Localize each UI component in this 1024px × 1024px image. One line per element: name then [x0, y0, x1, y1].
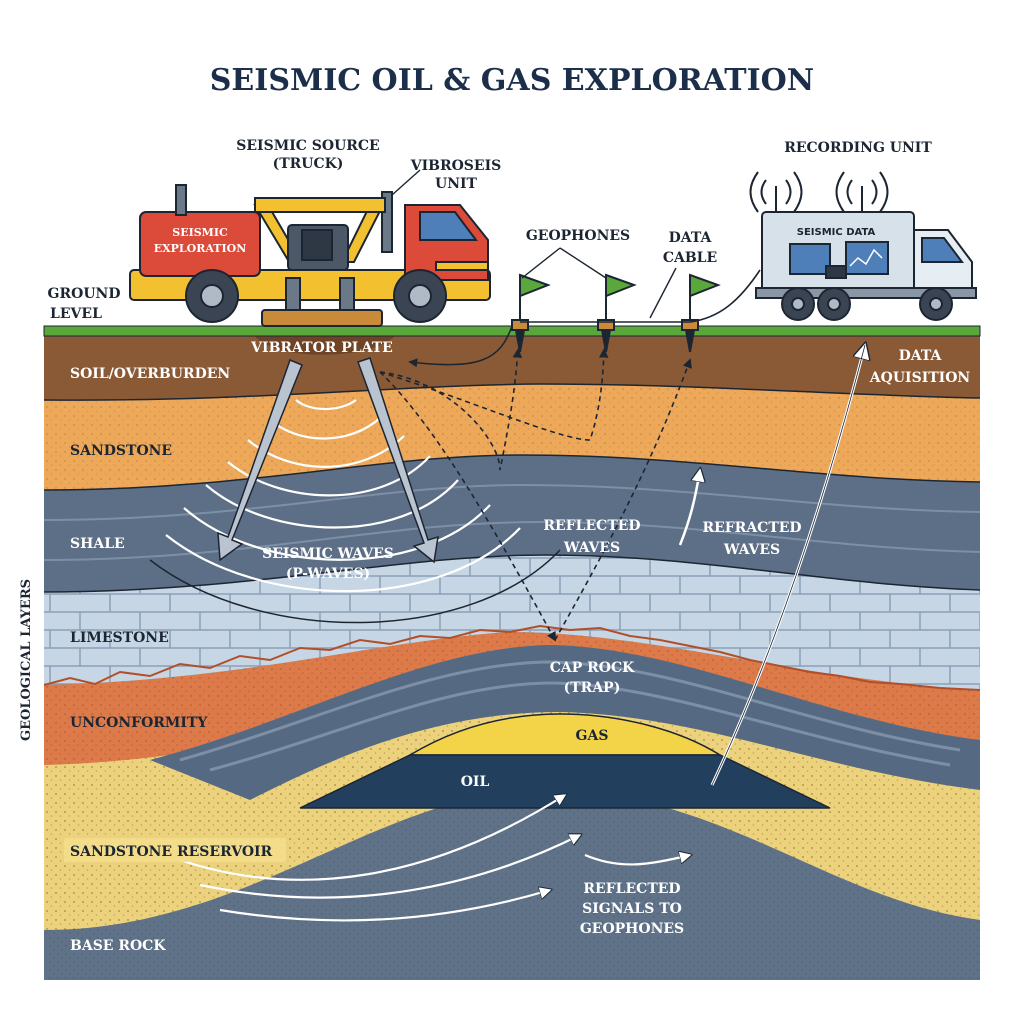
- label-reflected-signals-line1: REFLECTED: [583, 881, 680, 897]
- refracted-waves-arrow: [678, 470, 700, 546]
- geophone-2: [597, 273, 637, 353]
- vibrator-plate: [261, 309, 383, 327]
- layer-cap-rock: [150, 645, 980, 800]
- label-vibrator-plate: VIBRATOR PLATE: [250, 340, 393, 356]
- label-cap-rock-line2: (TRAP): [564, 680, 621, 696]
- truck-side-label-line2: EXPLORATION: [154, 242, 247, 255]
- label-reflected-signals-line3: GEOPHONES: [580, 921, 684, 937]
- geophone-3: [681, 273, 721, 353]
- label-cap-rock-line1: CAP ROCK: [550, 660, 635, 676]
- label-data-acquisition-line2: AQUISITION: [869, 370, 971, 386]
- label-recording-unit: RECORDING UNIT: [784, 140, 932, 156]
- label-geophones: GEOPHONES: [526, 228, 630, 244]
- geological-cross-section: [44, 330, 980, 980]
- cable-return-arrow: [408, 325, 513, 368]
- label-seismic-waves-line2: (P-WAVES): [286, 566, 370, 582]
- vibroseis-truck: [129, 184, 491, 327]
- p-wave-arrows: [217, 357, 439, 564]
- label-data-cable-line1: DATA: [669, 230, 713, 246]
- diagram-title: SEISMIC OIL & GAS EXPLORATION: [210, 63, 814, 98]
- label-refracted-waves-line1: REFRACTED: [702, 520, 801, 536]
- reflected-signal-arrows: [179, 795, 690, 922]
- label-vibroseis-line2: UNIT: [435, 176, 478, 192]
- ray-paths: [379, 348, 692, 642]
- label-ground-level-line1: GROUND: [48, 286, 121, 302]
- data-cable: [520, 269, 761, 323]
- label-source-line2: (TRUCK): [273, 156, 344, 172]
- label-reflected-waves-line1: REFLECTED: [543, 518, 640, 534]
- layer-label-sandstone: SANDSTONE: [70, 443, 172, 459]
- layer-label-soil: SOIL/OVERBURDEN: [70, 366, 230, 382]
- layer-shale: [44, 455, 980, 592]
- label-vibroseis-line1: VIBROSEIS: [410, 158, 502, 174]
- seismic-wavefronts: [149, 399, 561, 624]
- label-oil: OIL: [461, 774, 490, 790]
- side-label-geological-layers: GEOLOGICAL LAYERS: [19, 579, 34, 741]
- layer-label-shale: SHALE: [70, 536, 125, 552]
- recording-truck: [755, 186, 977, 321]
- antenna-signal-icon: [749, 171, 889, 213]
- reservoir-label-bg: [64, 838, 286, 862]
- layer-label-unconformity: UNCONFORMITY: [70, 715, 208, 731]
- label-reflected-waves-line2: WAVES: [563, 540, 620, 556]
- layer-label-base-rock: BASE ROCK: [70, 938, 166, 954]
- label-data-cable-line2: CABLE: [663, 250, 717, 266]
- layer-soil: [44, 336, 980, 401]
- label-ground-level-line2: LEVEL: [50, 306, 102, 322]
- label-data-acquisition-line1: DATA: [899, 348, 943, 364]
- geophones: [511, 273, 721, 353]
- label-refracted-waves-line2: WAVES: [723, 542, 780, 558]
- gas-zone: [407, 713, 723, 756]
- label-reflected-signals-line2: SIGNALS TO: [582, 901, 682, 917]
- geophone-1: [511, 273, 551, 353]
- truck-side-label-line1: SEISMIC: [172, 226, 228, 239]
- label-seismic-waves-line1: SEISMIC WAVES: [262, 546, 394, 562]
- label-gas: GAS: [576, 728, 609, 744]
- oil-zone: [299, 754, 831, 809]
- recording-box: [761, 211, 915, 295]
- recording-box-label: SEISMIC DATA: [797, 227, 876, 238]
- label-source-line1: SEISMIC SOURCE: [236, 138, 379, 154]
- layer-label-reservoir: SANDSTONE RESERVOIR: [70, 844, 273, 860]
- layer-label-limestone: LIMESTONE: [70, 630, 169, 646]
